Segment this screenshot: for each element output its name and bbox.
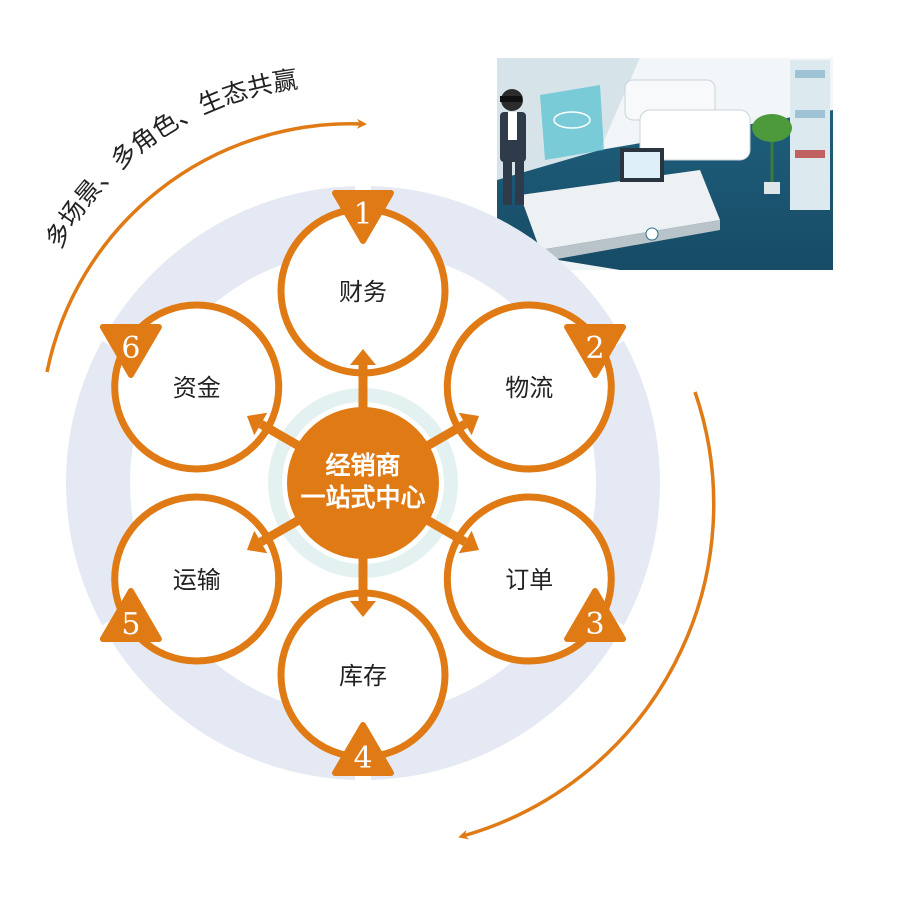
module-badge — [564, 588, 627, 642]
module-6: 6 资金 — [99, 301, 283, 473]
spoke-arrowhead-3 — [458, 530, 480, 554]
spoke-5 — [258, 516, 302, 546]
spoke-arrowhead-1 — [350, 349, 376, 365]
module-3: 3 订单 — [443, 493, 627, 665]
module-badge — [332, 190, 394, 244]
spoke-2 — [424, 420, 468, 450]
module-number: 4 — [353, 741, 372, 776]
module-label: 订单 — [505, 566, 553, 594]
module-number: 3 — [586, 607, 605, 642]
spoke-arrowhead-6 — [246, 412, 268, 436]
module-number: 2 — [586, 331, 605, 366]
spoke-6 — [258, 420, 302, 450]
module-label: 资金 — [173, 374, 221, 402]
module-ring: 1 财务 2 物流 3 订单 4 库存 5 运输 6 资金 — [99, 190, 627, 776]
module-number: 5 — [121, 607, 140, 642]
module-number: 1 — [353, 197, 372, 232]
module-1: 1 财务 — [277, 190, 449, 377]
spoke-3 — [424, 516, 468, 546]
module-number: 6 — [121, 331, 140, 366]
module-label: 物流 — [505, 374, 553, 402]
module-2: 2 物流 — [443, 301, 627, 473]
module-label: 库存 — [339, 662, 387, 690]
module-circle — [443, 301, 615, 473]
module-badge — [99, 588, 162, 642]
module-circle — [111, 493, 283, 665]
center-title-line2: 一站式中心 — [300, 483, 425, 512]
module-badge — [564, 324, 627, 378]
spoke-arrowhead-5 — [246, 530, 268, 554]
spoke-arrows — [246, 349, 480, 617]
module-badge — [332, 722, 394, 776]
bottom-right-curved-arrow — [458, 391, 716, 840]
module-5: 5 运输 — [99, 493, 283, 665]
office-scene-illustration — [497, 58, 833, 270]
module-badge — [99, 324, 162, 378]
center-hub: 经销商 一站式中心 — [287, 407, 439, 559]
module-label: 财务 — [339, 278, 387, 306]
spoke-arrowhead-2 — [458, 412, 480, 436]
spoke-arrowhead-4 — [350, 601, 376, 617]
module-circle — [443, 493, 615, 665]
module-circle — [111, 301, 283, 473]
top-left-curved-arrow — [45, 118, 367, 373]
center-title-line1: 经销商 — [325, 451, 400, 480]
module-label: 运输 — [173, 566, 221, 594]
